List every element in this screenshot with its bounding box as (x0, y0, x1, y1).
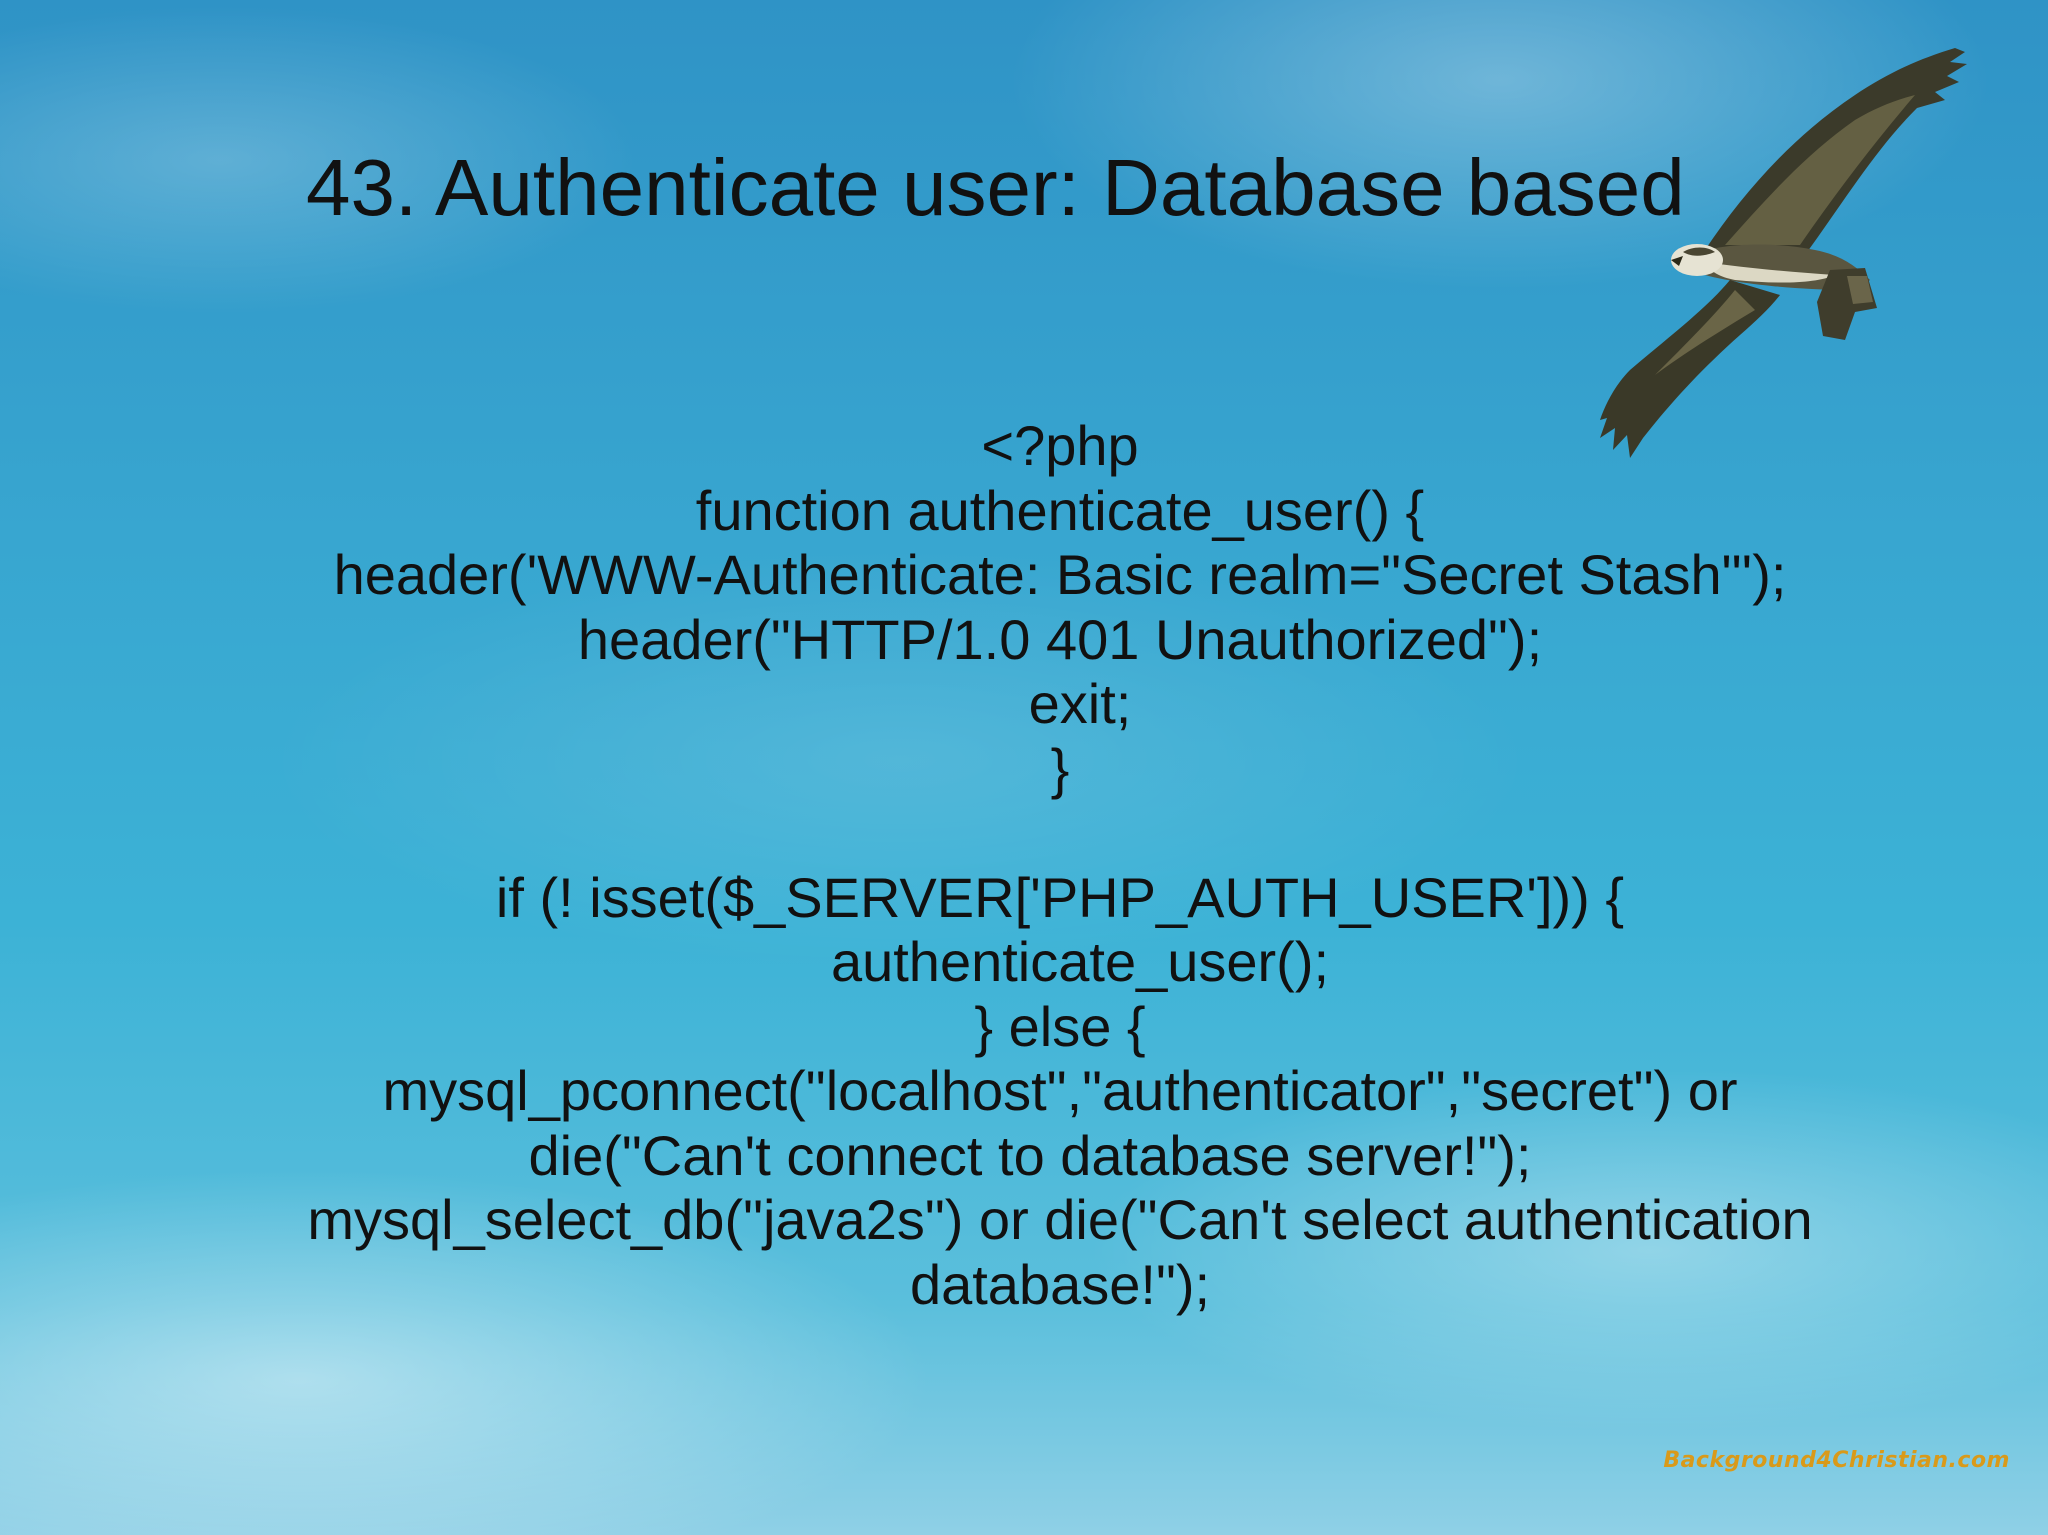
code-line: header("HTTP/1.0 401 Unauthorized"); (577, 607, 1543, 671)
watermark: Background4Christian.com (1663, 1448, 2010, 1473)
code-line: database!"); (909, 1252, 1211, 1316)
osprey-icon (1600, 48, 1967, 458)
code-block: <?php function authenticate_user() { hea… (200, 414, 1920, 1317)
code-line: exit; (1028, 672, 1132, 735)
code-line: } else { (974, 994, 1146, 1058)
code-line: authenticate_user(); (830, 930, 1330, 993)
code-line: header('WWW-Authenticate: Basic realm="S… (333, 543, 1787, 606)
code-line: if (! isset($_SERVER['PHP_AUTH_USER'])) … (495, 865, 1625, 929)
code-line: die("Can't connect to database server!")… (528, 1123, 1532, 1187)
code-line: } (1050, 736, 1070, 800)
code-line: mysql_pconnect("localhost","authenticato… (382, 1059, 1738, 1122)
code-line (200, 801, 1920, 866)
code-line: <?php (981, 414, 1139, 477)
code-line: mysql_select_db("java2s") or die("Can't … (307, 1188, 1813, 1251)
code-line: function authenticate_user() { (695, 478, 1425, 542)
slide-title: 43. Authenticate user: Database based (306, 143, 1685, 232)
